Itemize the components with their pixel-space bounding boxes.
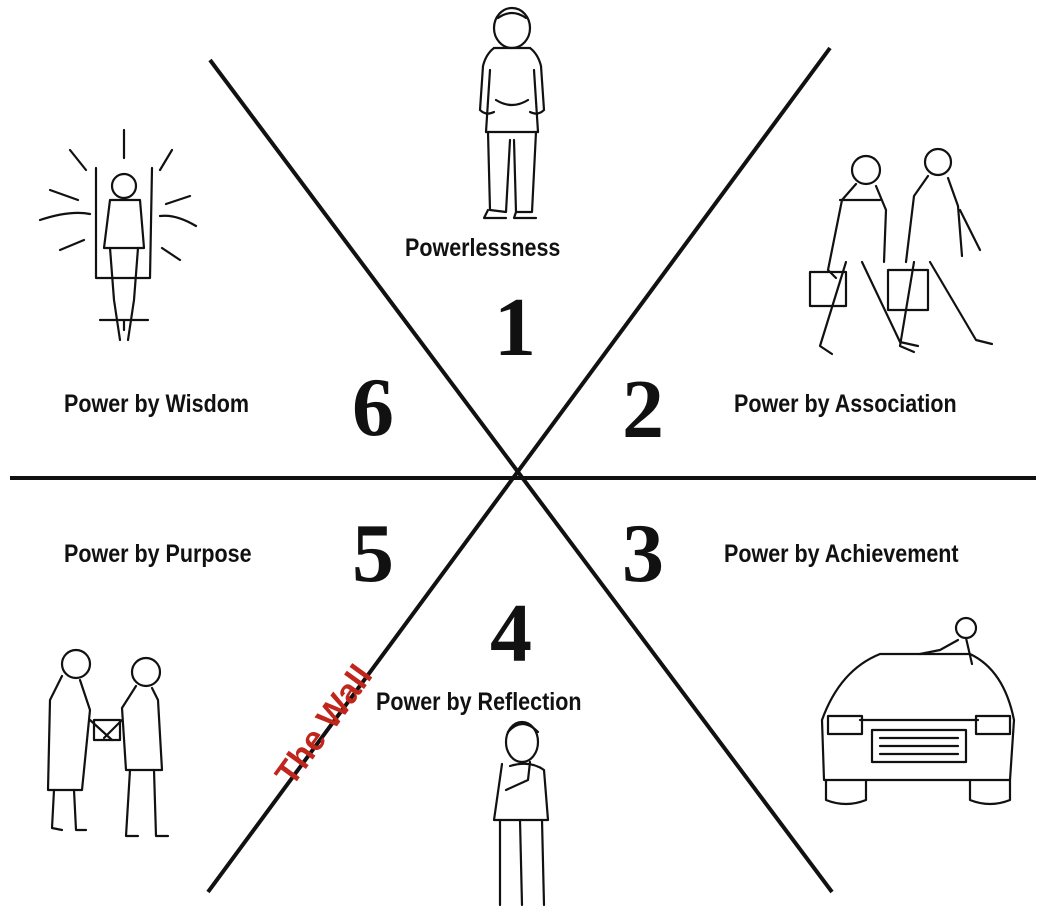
car-illustration bbox=[822, 618, 1014, 804]
standing-man-illustration bbox=[480, 8, 544, 218]
stage-1-number: 1 bbox=[494, 286, 536, 370]
stage-2-label: Power by Association bbox=[734, 390, 957, 419]
walking-men-illustration bbox=[810, 149, 992, 354]
thinking-man-illustration bbox=[494, 722, 548, 905]
stage-6-label: Power by Wisdom bbox=[64, 390, 249, 419]
seated-woman-illustration bbox=[40, 130, 196, 340]
handshake-illustration bbox=[48, 650, 168, 836]
stage-6-number: 6 bbox=[352, 366, 394, 450]
stage-5-number: 5 bbox=[352, 512, 394, 596]
stage-4-label: Power by Reflection bbox=[376, 688, 581, 717]
stage-3-number: 3 bbox=[622, 512, 664, 596]
stage-1-label: Powerlessness bbox=[405, 234, 560, 263]
stage-2-number: 2 bbox=[622, 368, 664, 452]
stage-5-label: Power by Purpose bbox=[64, 540, 252, 569]
stage-4-number: 4 bbox=[490, 592, 532, 676]
stage-3-label: Power by Achievement bbox=[724, 540, 959, 569]
